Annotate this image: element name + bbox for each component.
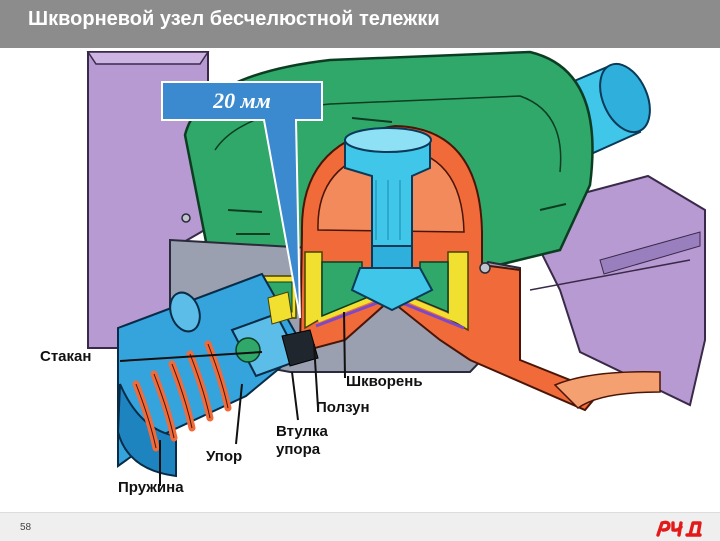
page-number: 58 [20,522,32,533]
label-shkvoren: Шкворень [346,373,423,390]
callout-bubble [161,81,323,319]
label-vtulka-line1: Втулка [276,423,328,440]
pivot-assembly-diagram [86,50,706,486]
footer-bar: 58 [0,512,720,541]
slide-title: Шкворневой узел бесчелюстной тележки [28,8,440,30]
header-bar: Шкворневой узел бесчелюстной тележки [0,0,720,48]
rzd-logo-icon [656,520,702,537]
clearance-callout: 20 мм [213,88,271,113]
stop-bushing [281,329,319,367]
label-stakan: Стакан [40,348,92,365]
slider-liner-left [304,251,323,330]
label-upor: Упор [206,448,243,465]
label-polzun: Ползун [316,399,370,416]
label-vtulka-line2: упора [276,441,321,458]
label-pruzhina: Пружина [118,479,184,496]
